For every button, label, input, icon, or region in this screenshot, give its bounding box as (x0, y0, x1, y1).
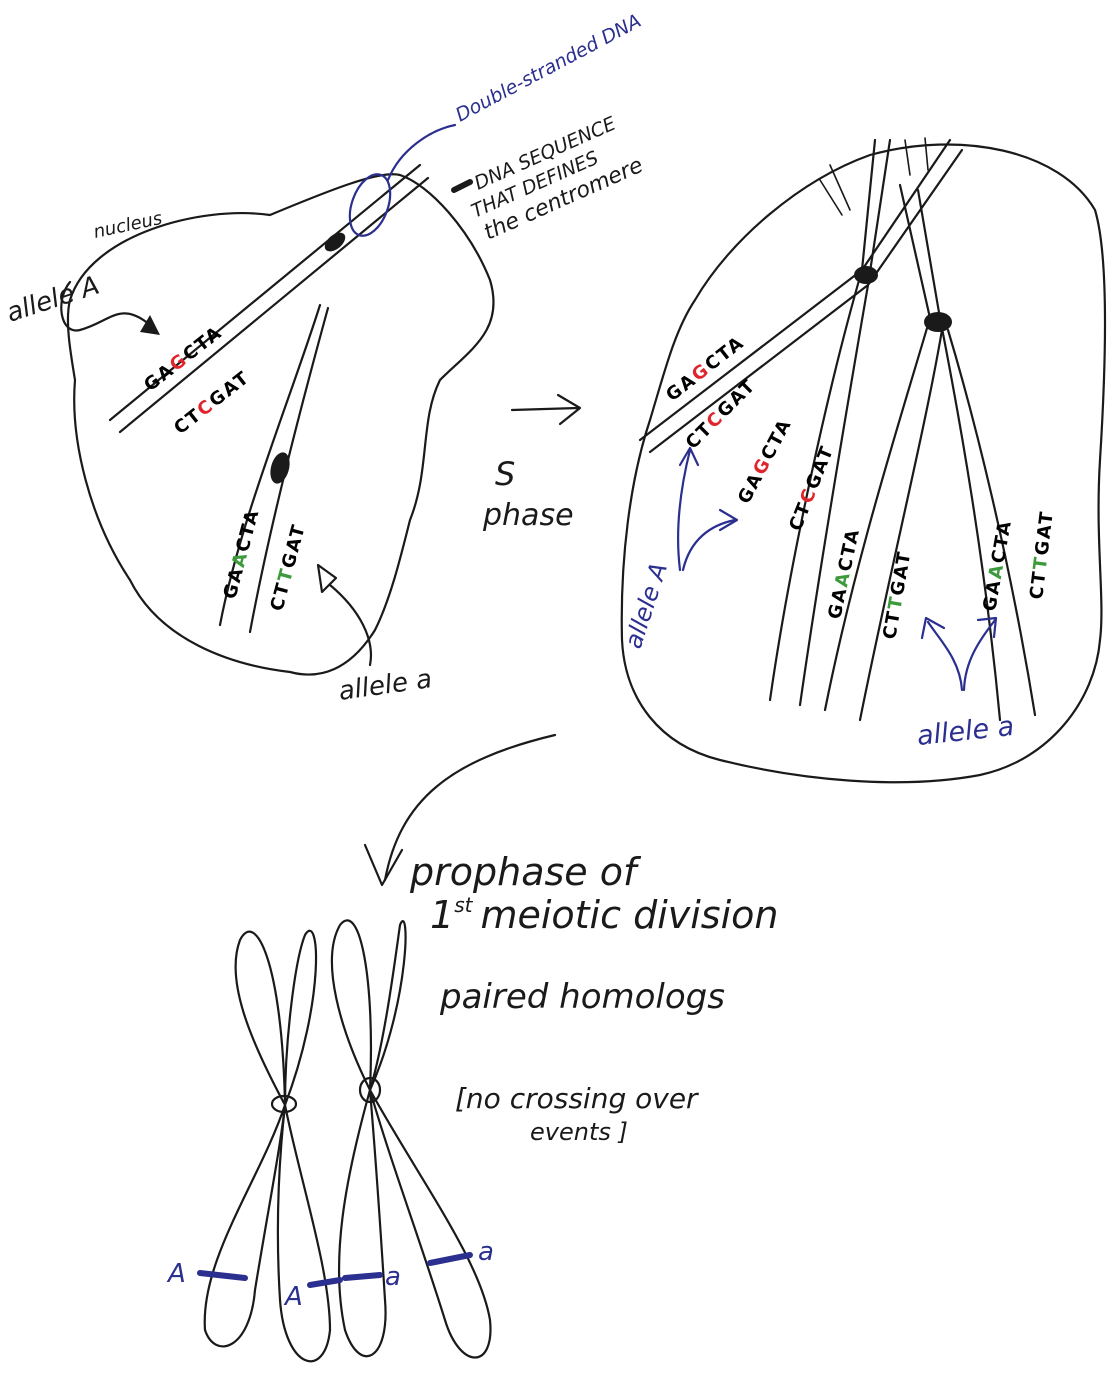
paired-homologs-label: paired homologs (439, 977, 725, 1017)
seq-right-3: GAGCTA (734, 415, 796, 507)
right-lower-centromere (924, 312, 952, 332)
right-nucleus-outline (622, 144, 1105, 782)
homolog-left-chromatid-1 (205, 932, 285, 1347)
seq-left-bot-1: GAACTA (220, 506, 264, 601)
centromere-legend-mark (454, 182, 470, 190)
seq-right-4: CTCGAT (785, 442, 838, 534)
band-a-label-2: a (478, 1237, 494, 1267)
seq-right-6: CTTGAT (879, 549, 915, 641)
phase-label: phase (482, 498, 574, 533)
band-A-1 (200, 1273, 245, 1278)
right-chromatid-4b (948, 330, 1035, 715)
left-upper-strand-b (120, 178, 428, 432)
right-allele-A-arrow-2 (683, 520, 735, 570)
prophase-line-1: prophase of (409, 850, 642, 894)
allele-a-arrow (330, 585, 371, 665)
spindle-hatch-3 (905, 140, 910, 175)
right-upper-centromere (854, 266, 878, 284)
seq-right-5: GAACTA (824, 526, 864, 621)
allele-a-label-right: allele a (915, 711, 1015, 752)
s-phase-transition: S phase (482, 395, 580, 533)
allele-A-label-right: allele A (619, 559, 673, 652)
band-a-1 (345, 1275, 380, 1278)
s-label: S (495, 455, 515, 493)
nucleus-label: nucleus (92, 208, 164, 243)
no-crossing-line-1: [no crossing over (455, 1082, 699, 1115)
seq-left-top-2: CTCGAT (170, 367, 254, 439)
band-A-label-2: A (283, 1282, 303, 1312)
right-allele-A-arrow-1 (678, 450, 690, 570)
seq-right-7: GAACTA (979, 518, 1016, 613)
right-allele-a-arrow-1 (928, 622, 962, 690)
allele-A-arrow-head (140, 315, 160, 335)
seq-left-bot-2: CTTGAT (267, 521, 311, 613)
homolog-right-chromatid-1 (332, 920, 386, 1356)
band-a-label-1: a (385, 1262, 401, 1292)
prophase-arrow-head (365, 845, 402, 885)
no-crossing-line-2: events ] (530, 1118, 628, 1146)
spindle-hatch-2 (830, 165, 850, 210)
allele-A-label: allele A (3, 271, 103, 329)
right-nucleus: GAGCTA CTCGAT GAGCTA CTCGAT GAACTA CTTGA… (619, 138, 1105, 782)
band-A-2 (310, 1280, 340, 1285)
double-strand-pointer (388, 125, 455, 180)
double-stranded-label: Double-stranded DNA (452, 10, 645, 126)
left-nucleus: nucleus allele A allele a GAGCTA CTCGAT … (3, 125, 494, 707)
band-a-2 (430, 1255, 470, 1263)
band-A-label-1: A (166, 1259, 186, 1289)
allele-a-label-left: allele a (337, 664, 434, 707)
seq-right-8: CTTGAT (1026, 509, 1058, 601)
centromere-annotation: Double-stranded DNA DNA SEQUENCE THAT DE… (452, 10, 647, 246)
spindle-hatch-4 (925, 138, 928, 170)
s-phase-arrow (512, 395, 580, 424)
